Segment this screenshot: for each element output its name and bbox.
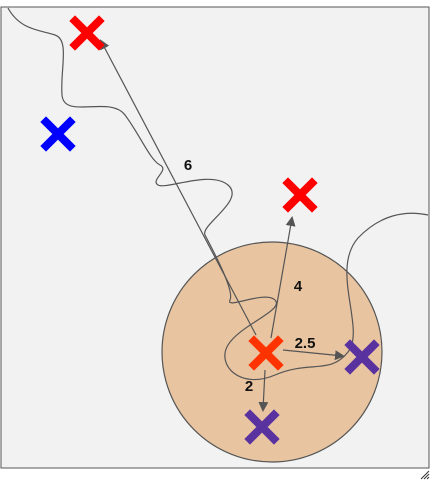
red-x-icon (69, 15, 105, 51)
blue-x-icon (40, 116, 76, 152)
distance-label-right: 2.5 (295, 335, 316, 352)
distance-label-bottom: 2 (245, 378, 253, 395)
arrow-to-right (282, 349, 345, 361)
distance-label-top-left: 6 (184, 157, 192, 174)
center-x-icon (248, 335, 284, 371)
purple-x-icon (244, 409, 280, 445)
resize-grip-icon[interactable] (420, 470, 430, 480)
arrow-to-bottom (258, 369, 269, 412)
distance-label-top: 4 (294, 278, 303, 295)
arrow-to-top (270, 216, 296, 339)
red-x-icon (282, 177, 318, 213)
purple-x-icon (344, 339, 380, 375)
arrow-to-top-left (100, 39, 257, 336)
